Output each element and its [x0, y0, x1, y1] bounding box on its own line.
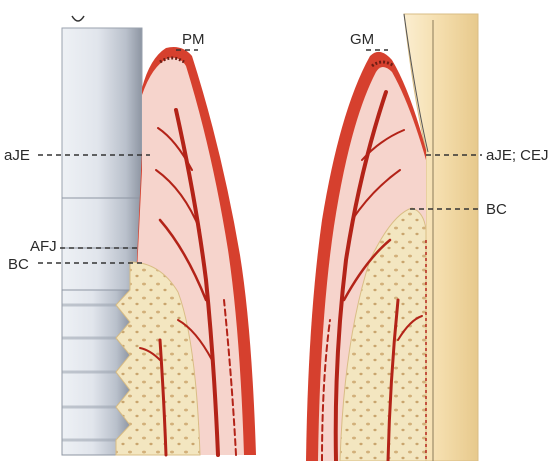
label-afj: AFJ	[30, 238, 57, 255]
implant-abutment	[62, 28, 142, 290]
label-aje-cej: aJE; CEJ	[486, 147, 549, 164]
screw-head-icon	[72, 16, 84, 21]
label-pm: PM	[182, 31, 205, 48]
implant-side	[62, 16, 256, 455]
label-bc-right: BC	[486, 201, 507, 218]
label-gm: GM	[350, 31, 374, 48]
label-bc-left: BC	[8, 256, 29, 273]
label-aje-left: aJE	[4, 147, 30, 164]
tooth-side	[306, 14, 478, 461]
